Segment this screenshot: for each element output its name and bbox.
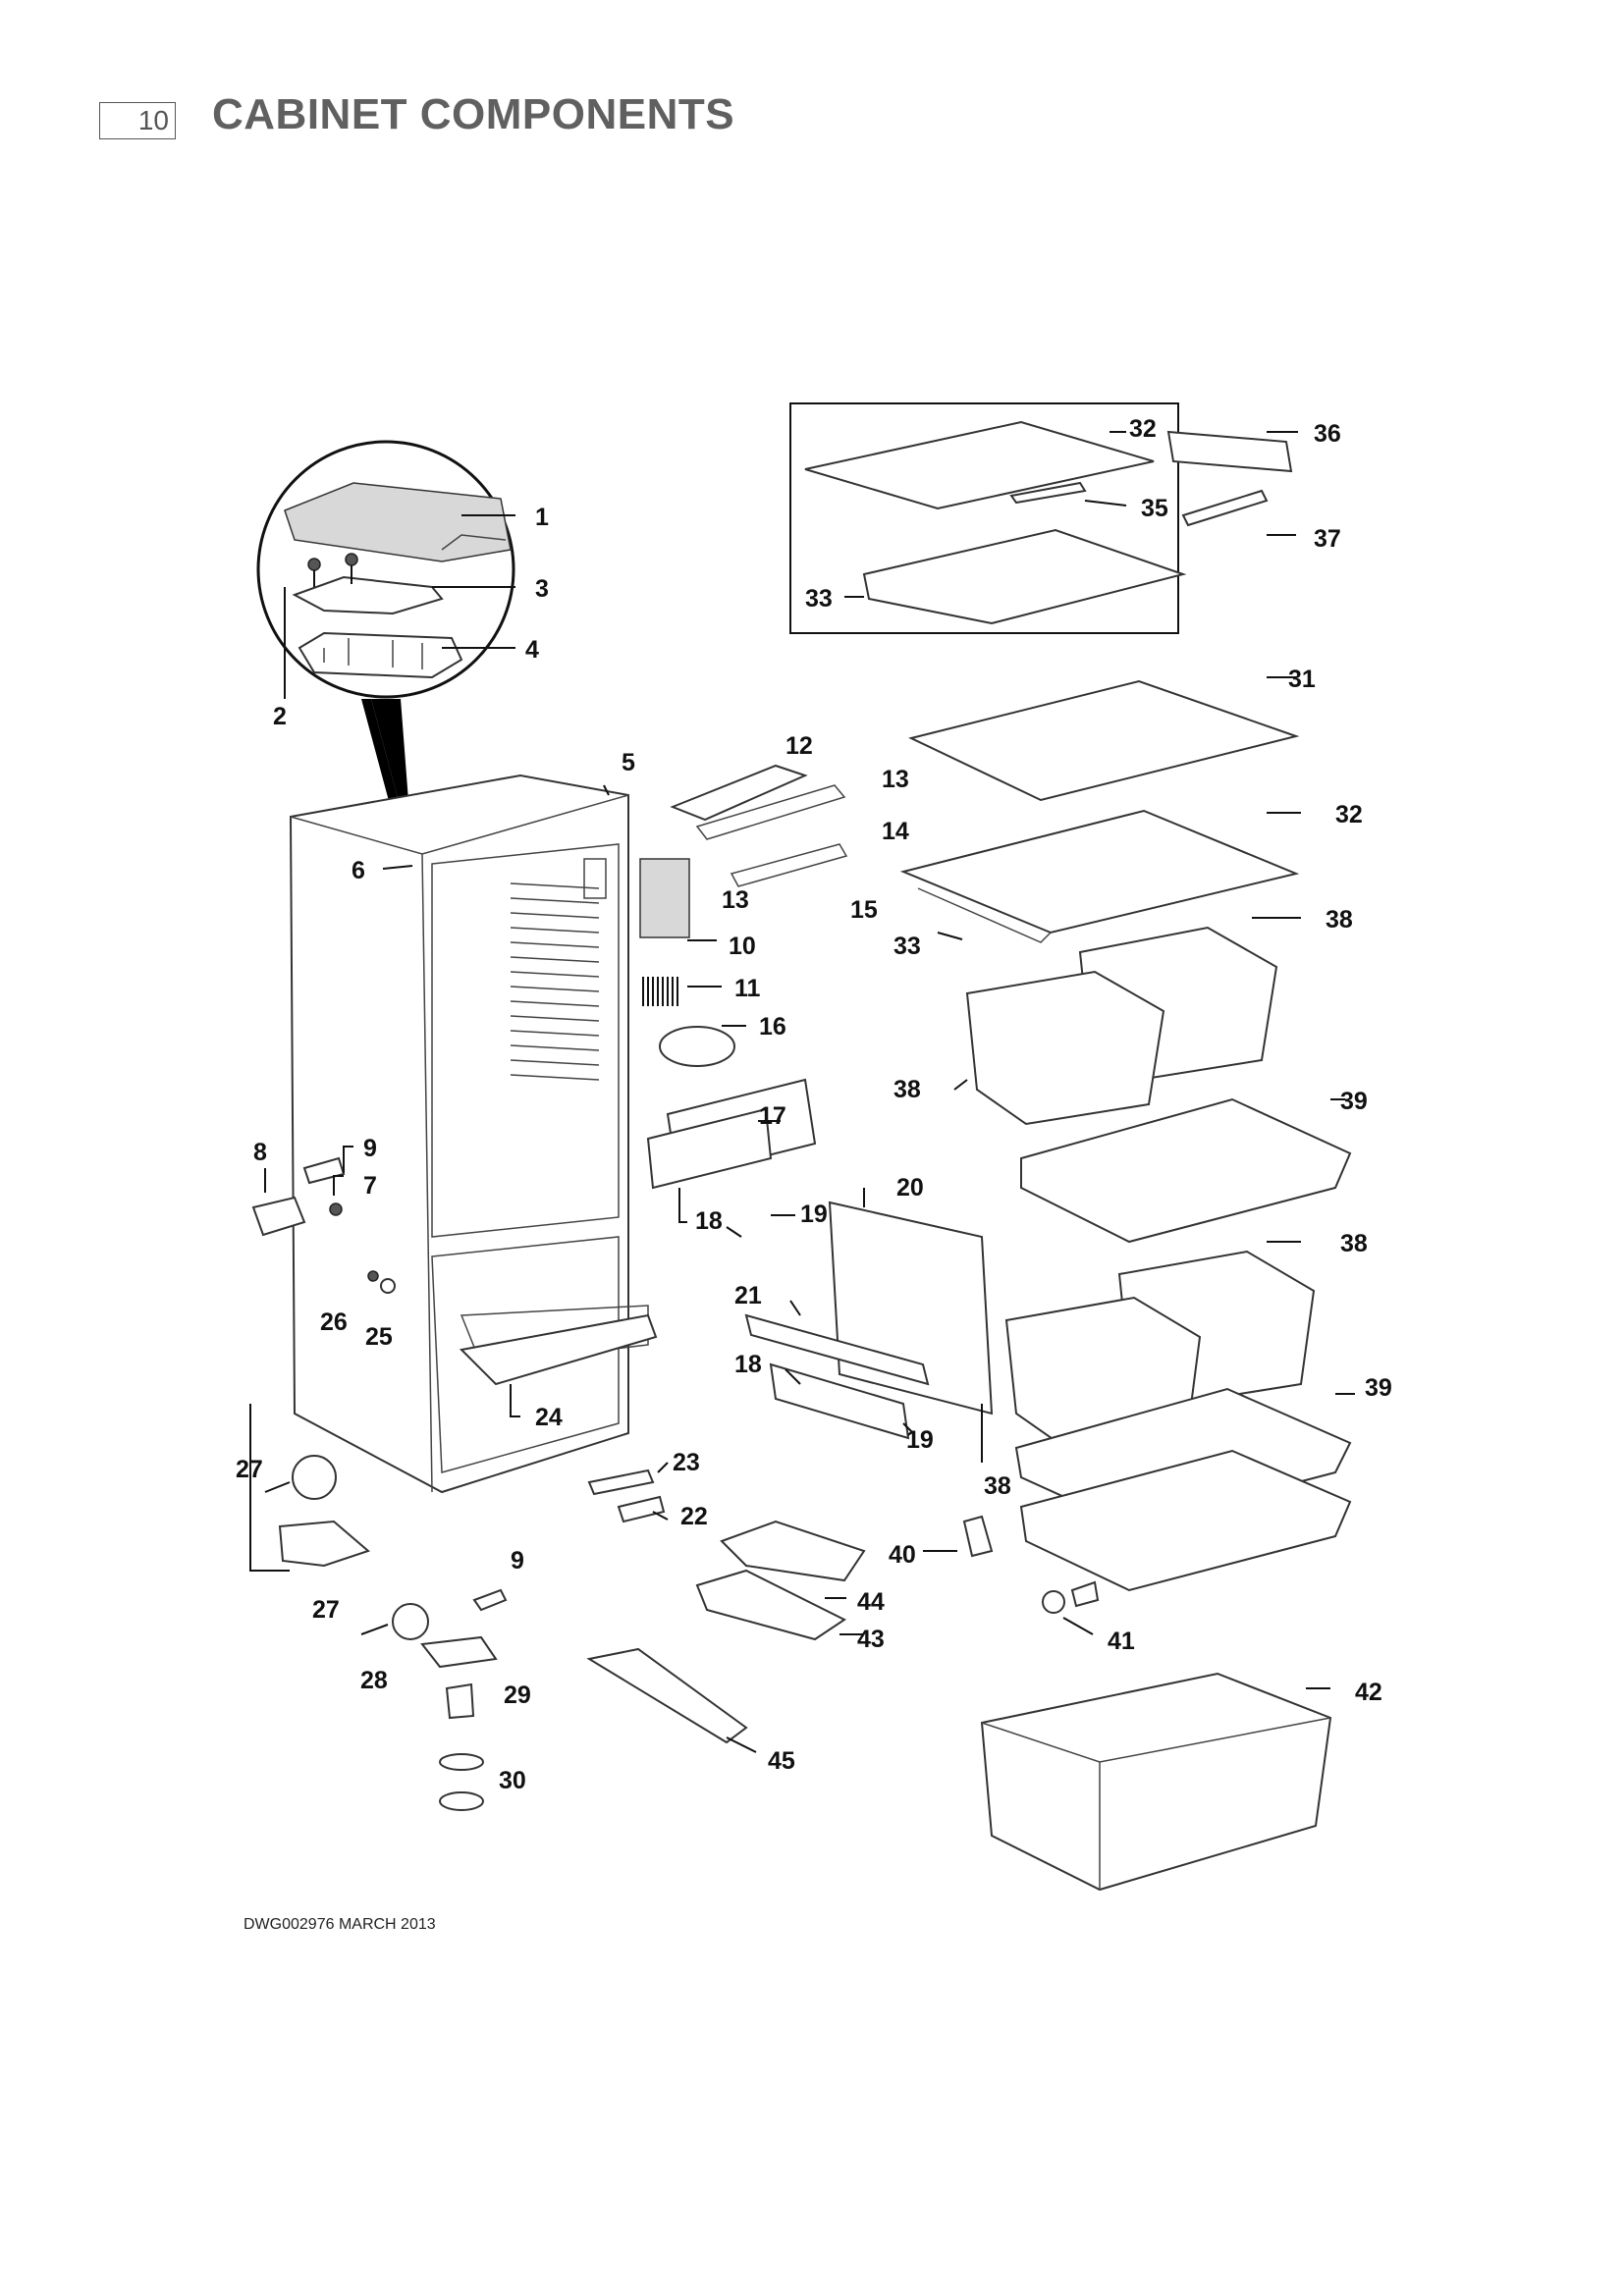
callout-30: 30 — [499, 1767, 526, 1794]
callout-36: 36 — [1314, 420, 1341, 448]
callout-27b: 27 — [312, 1596, 340, 1624]
callout-22: 22 — [680, 1503, 708, 1530]
callout-39b: 39 — [1365, 1374, 1392, 1402]
callout-38b: 38 — [893, 1076, 921, 1103]
callout-38d: 38 — [984, 1472, 1011, 1500]
callout-11: 11 — [734, 975, 761, 1002]
callout-8: 8 — [253, 1139, 267, 1166]
callout-13a: 13 — [882, 766, 909, 793]
callout-40: 40 — [889, 1541, 916, 1569]
connector-pins — [642, 977, 678, 1006]
callout-43: 43 — [857, 1626, 885, 1653]
callout-32a: 32 — [1129, 415, 1157, 443]
callout-24: 24 — [535, 1404, 563, 1431]
callout-12: 12 — [785, 732, 813, 760]
control-panel — [639, 858, 690, 938]
callout-18a: 18 — [695, 1207, 723, 1235]
callout-17: 17 — [759, 1102, 786, 1130]
panel-20 — [828, 1201, 994, 1415]
callout-7: 7 — [363, 1172, 377, 1200]
callout-35: 35 — [1141, 495, 1168, 522]
ice-tray-and-bin — [586, 1468, 866, 1744]
callout-6: 6 — [352, 857, 365, 884]
callout-14: 14 — [882, 818, 909, 845]
callout-23: 23 — [673, 1449, 700, 1476]
callout-26: 26 — [320, 1308, 348, 1336]
leader-lines — [264, 431, 1355, 1753]
callout-5: 5 — [622, 749, 635, 776]
lamp-housing — [670, 764, 808, 822]
callout-38a: 38 — [1326, 906, 1353, 934]
callout-42: 42 — [1355, 1679, 1382, 1706]
callout-19a: 19 — [800, 1201, 828, 1228]
callout-33a: 33 — [805, 585, 833, 613]
callout-9b: 9 — [511, 1547, 524, 1575]
callout-21: 21 — [734, 1282, 762, 1309]
callout-25: 25 — [365, 1323, 393, 1351]
callout-10: 10 — [729, 933, 756, 960]
drawing-reference: DWG002976 MARCH 2013 — [244, 1916, 436, 1933]
refrigerator-cabinet — [289, 774, 649, 1494]
callout-28: 28 — [360, 1667, 388, 1694]
callout-16: 16 — [759, 1013, 786, 1041]
callout-2: 2 — [273, 703, 287, 730]
callout-4: 4 — [525, 636, 539, 664]
page-title: CABINET COMPONENTS — [212, 90, 735, 138]
callout-31: 31 — [1288, 666, 1316, 693]
callout-41: 41 — [1108, 1628, 1135, 1655]
callout-44: 44 — [857, 1588, 885, 1616]
inset-box — [789, 402, 1293, 634]
callout-33b: 33 — [893, 933, 921, 960]
callout-20: 20 — [896, 1174, 924, 1201]
callout-labels: 1 2 3 4 5 6 7 8 9 10 11 12 13 13 14 15 1… — [236, 415, 1392, 1794]
callout-13b: 13 — [722, 886, 749, 914]
left-hardware — [249, 1156, 658, 1811]
callout-38c: 38 — [1340, 1230, 1368, 1257]
page-number-box: 10 — [99, 102, 176, 139]
callout-37: 37 — [1314, 525, 1341, 553]
callout-27a: 27 — [236, 1456, 263, 1483]
callout-45: 45 — [768, 1747, 795, 1775]
callout-18b: 18 — [734, 1351, 762, 1378]
callout-15: 15 — [850, 896, 878, 924]
callout-1: 1 — [535, 504, 549, 531]
evaporator-louvers — [510, 882, 600, 1081]
fan-motor — [659, 1026, 735, 1067]
shelves-and-bins — [899, 679, 1352, 1892]
page-number: 10 — [137, 105, 169, 135]
callout-9a: 9 — [363, 1135, 377, 1162]
callout-29: 29 — [504, 1682, 531, 1709]
callout-19b: 19 — [906, 1426, 934, 1454]
callout-39a: 39 — [1340, 1088, 1368, 1115]
callout-3: 3 — [535, 575, 549, 603]
callout-32b: 32 — [1335, 801, 1363, 828]
